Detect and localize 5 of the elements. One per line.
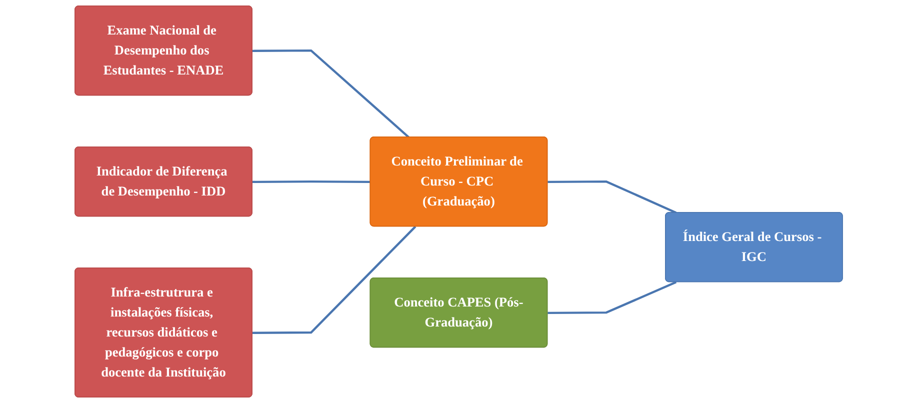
connector	[252, 226, 416, 334]
connector	[252, 49, 410, 138]
connector	[252, 180, 371, 184]
connector	[548, 180, 677, 214]
connector	[548, 281, 677, 314]
